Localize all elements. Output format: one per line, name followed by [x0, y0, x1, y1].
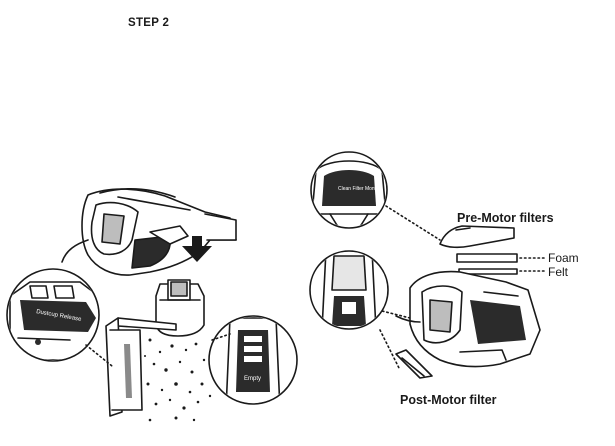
dotted-leaders-right: [377, 205, 547, 371]
dotted-leaders-left: [85, 333, 231, 367]
post-motor-filter-piece: [395, 349, 433, 379]
dustcup-release-callout: Dustcup Release: [6, 268, 100, 362]
filter-tab-text: Clean Filter Monthly: [338, 186, 383, 192]
handheld-vacuum-left: [61, 188, 237, 276]
handheld-vacuum-right: [395, 270, 541, 368]
empty-button-text: Empty: [244, 376, 261, 382]
foam-label: Foam: [548, 251, 579, 265]
filter-tab-callout: Clean Filter Monthly: [310, 151, 388, 229]
down-arrow-icon: [182, 236, 212, 262]
post-motor-filter-callout: [309, 250, 389, 330]
foam-filter: [456, 253, 518, 263]
falling-debris: [144, 338, 214, 422]
empty-button-callout: Empty: [208, 315, 298, 405]
pre-motor-filters-label: Pre-Motor filters: [457, 211, 554, 225]
felt-label: Felt: [548, 265, 569, 279]
post-motor-filter-label: Post-Motor filter: [400, 393, 497, 407]
open-dust-cup-lid: [105, 317, 177, 417]
step-title: STEP 2: [128, 17, 170, 29]
pre-motor-filter-stack: [439, 225, 518, 275]
